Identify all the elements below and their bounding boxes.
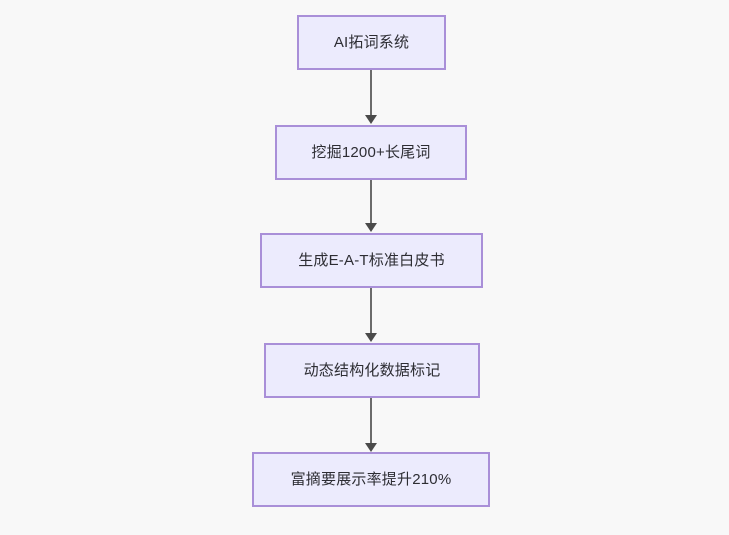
flow-edge-connector xyxy=(370,70,372,117)
arrow-down-icon xyxy=(365,223,377,232)
flow-node-label: AI拓词系统 xyxy=(333,34,410,51)
flow-node-label: 生成E-A-T标准白皮书 xyxy=(298,252,445,269)
flow-node-dynamic-structured-data-markup[interactable]: 动态结构化数据标记 xyxy=(264,343,480,398)
arrow-down-icon xyxy=(365,333,377,342)
flow-node-label: 富摘要展示率提升210% xyxy=(290,471,452,488)
flow-node-rich-snippet-impression-lift[interactable]: 富摘要展示率提升210% xyxy=(252,452,490,507)
flow-edge-connector xyxy=(370,288,372,335)
flow-edge-connector xyxy=(370,180,372,225)
flow-node-generate-eat-whitepaper[interactable]: 生成E-A-T标准白皮书 xyxy=(260,233,483,288)
flow-node-label: 动态结构化数据标记 xyxy=(303,362,441,379)
flow-node-ai-keyword-system[interactable]: AI拓词系统 xyxy=(297,15,446,70)
flow-node-mine-longtail-keywords[interactable]: 挖掘1200+长尾词 xyxy=(275,125,467,180)
arrow-down-icon xyxy=(365,115,377,124)
flow-node-label: 挖掘1200+长尾词 xyxy=(311,144,431,161)
flow-edge-connector xyxy=(370,398,372,444)
arrow-down-icon xyxy=(365,443,377,452)
